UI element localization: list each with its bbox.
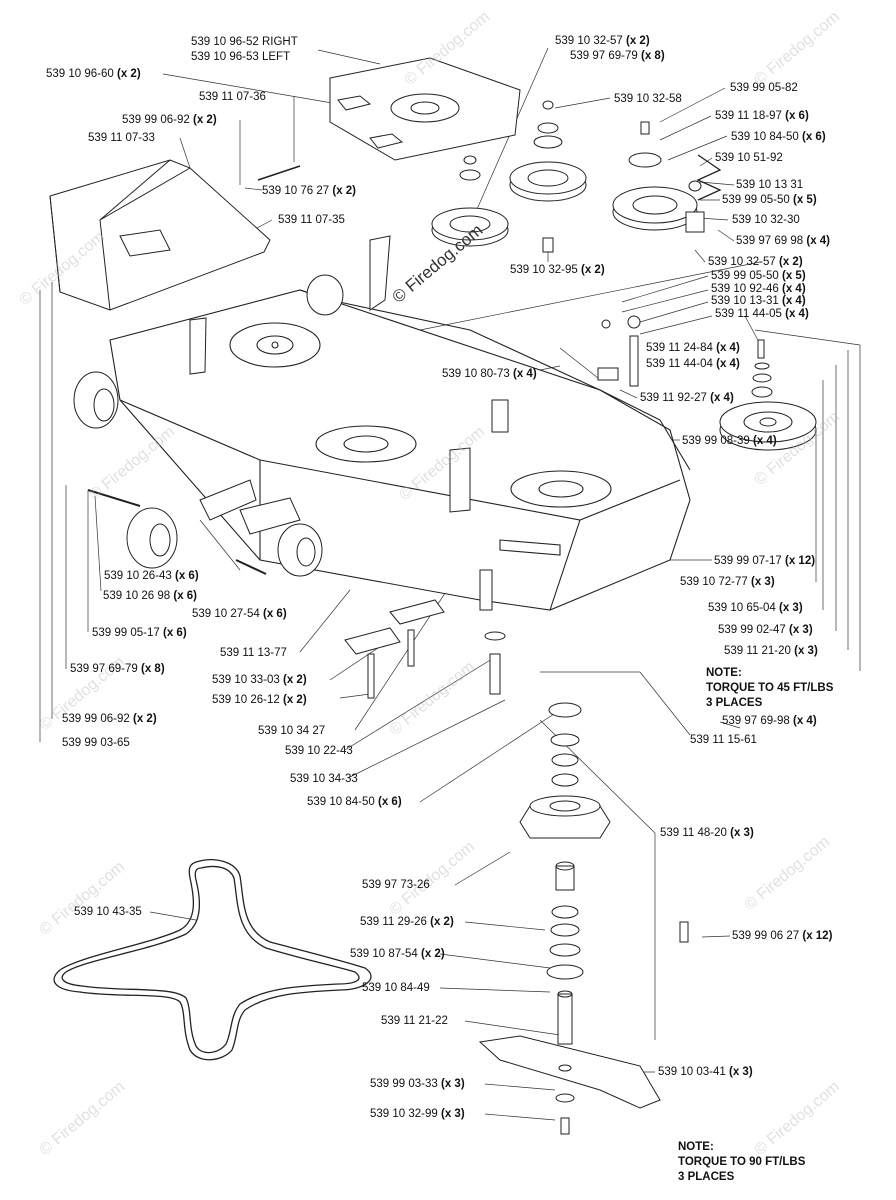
part-label: 539 10 26 98 (x 6) — [103, 590, 198, 602]
drive-belt — [53, 859, 372, 1061]
note-line: TORQUE TO 45 FT/LBS — [706, 682, 834, 694]
note-title: NOTE: — [678, 1141, 714, 1153]
part-label: 539 10 22-43 — [285, 745, 353, 757]
part-label: 539 11 18-97 (x 6) — [715, 110, 809, 122]
part-label: 539 10 96-60 (x 2) — [46, 68, 141, 80]
part-label: 539 99 05-50 (x 5) — [711, 270, 806, 282]
part-label: 539 99 07-17 (x 12) — [714, 555, 816, 567]
part-label: 539 11 07-33 — [88, 132, 155, 144]
part-label: 539 10 76 27 (x 2) — [262, 185, 357, 197]
part-label: 539 10 33-03 (x 2) — [212, 674, 307, 686]
part-label: 539 10 32-99 (x 3) — [370, 1108, 465, 1120]
part-label: 539 99 05-50 (x 5) — [722, 194, 817, 206]
part-label: 539 10 32-58 — [614, 93, 682, 105]
part-label: 539 99 03-33 (x 3) — [370, 1078, 465, 1090]
part-label: 539 11 48-20 (x 3) — [660, 827, 754, 839]
part-label: 539 11 13-77 — [220, 647, 287, 659]
note-line: 3 PLACES — [678, 1171, 735, 1183]
part-label: 539 10 80-73 (x 4) — [442, 368, 537, 380]
part-label: 539 10 34 27 — [258, 725, 326, 737]
part-label: 539 10 13-31 (x 4) — [711, 295, 806, 307]
part-label: 539 10 65-04 (x 3) — [708, 602, 803, 614]
part-label: 539 11 15-61 — [690, 734, 757, 746]
part-label: 539 10 84-49 — [362, 982, 430, 994]
part-label: 539 97 69-98 (x 4) — [722, 715, 817, 727]
part-label: 539 10 92-46 (x 4) — [711, 283, 806, 295]
part-label: 539 10 84-50 (x 6) — [307, 796, 402, 808]
part-label: 539 99 06-92 (x 2) — [122, 114, 217, 126]
part-label: 539 10 13 31 — [736, 179, 804, 191]
part-label: 539 11 21-20 (x 3) — [724, 645, 818, 657]
part-label: 539 11 07-35 — [278, 214, 345, 226]
part-label: 539 97 69-79 (x 8) — [570, 50, 665, 62]
part-label: 539 11 44-04 (x 4) — [646, 358, 740, 370]
baffle-plates — [344, 569, 493, 699]
part-label: 539 97 69-79 (x 8) — [70, 663, 165, 675]
part-label: 539 10 96-53 LEFT — [191, 51, 291, 63]
spindle-assembly — [484, 631, 689, 1135]
part-label: 539 11 44-05 (x 4) — [715, 308, 809, 320]
note-line: 3 PLACES — [706, 697, 763, 709]
part-label: 539 99 08-39 (x 4) — [682, 435, 777, 447]
note-line: TORQUE TO 90 FT/LBS — [678, 1156, 806, 1168]
part-label: 539 11 07-36 — [199, 91, 266, 103]
part-label: 539 10 32-95 (x 2) — [510, 264, 605, 276]
note-title: NOTE: — [706, 667, 742, 679]
part-label: 539 10 96-52 RIGHT — [191, 36, 298, 48]
part-label: 539 11 24-84 (x 4) — [646, 342, 740, 354]
part-label: 539 99 05-82 — [730, 82, 798, 94]
part-label: 539 99 06-92 (x 2) — [62, 713, 157, 725]
idler-arms — [189, 235, 641, 513]
part-label: 539 10 32-30 — [732, 214, 800, 226]
part-label: 539 10 87-54 (x 2) — [350, 948, 445, 960]
part-label: 539 99 06 27 (x 12) — [732, 930, 833, 942]
part-label: 539 10 26-12 (x 2) — [212, 694, 307, 706]
part-label: 539 10 43-35 — [74, 906, 142, 918]
part-label: 539 10 03-41 (x 3) — [658, 1066, 753, 1078]
part-label: 539 10 26-43 (x 6) — [104, 570, 199, 582]
part-label: 539 10 34-33 — [290, 773, 358, 785]
discharge-chute — [49, 159, 301, 311]
torque-note-45: NOTE: TORQUE TO 45 FT/LBS 3 PLACES — [706, 666, 833, 711]
part-label: 539 97 69 98 (x 4) — [736, 235, 831, 247]
part-label: 539 11 21-22 — [381, 1015, 448, 1027]
part-label: 539 97 73-26 — [362, 879, 430, 891]
part-label: 539 10 72-77 (x 3) — [680, 576, 775, 588]
part-label: 539 10 51-92 — [715, 152, 783, 164]
spindle-pulley-right — [719, 339, 817, 451]
part-label: 539 10 32-57 (x 2) — [555, 35, 650, 47]
part-label: 539 11 92-27 (x 4) — [640, 392, 734, 404]
part-label: 539 99 03-65 — [62, 737, 130, 749]
gauge-wheels — [73, 274, 344, 577]
part-label: 539 10 32-57 (x 2) — [708, 256, 803, 268]
part-label: 539 99 05-17 (x 6) — [92, 627, 187, 639]
part-label: 539 99 02-47 (x 3) — [718, 624, 813, 636]
torque-note-90: NOTE: TORQUE TO 90 FT/LBS 3 PLACES — [678, 1140, 805, 1185]
part-label: 539 10 84-50 (x 6) — [731, 131, 826, 143]
mower-blade — [478, 1035, 661, 1109]
idler-pulleys — [431, 100, 722, 253]
part-label: 539 11 29-26 (x 2) — [360, 916, 454, 928]
leader-lines — [39, 47, 861, 1121]
part-label: 539 10 27-54 (x 6) — [192, 608, 287, 620]
